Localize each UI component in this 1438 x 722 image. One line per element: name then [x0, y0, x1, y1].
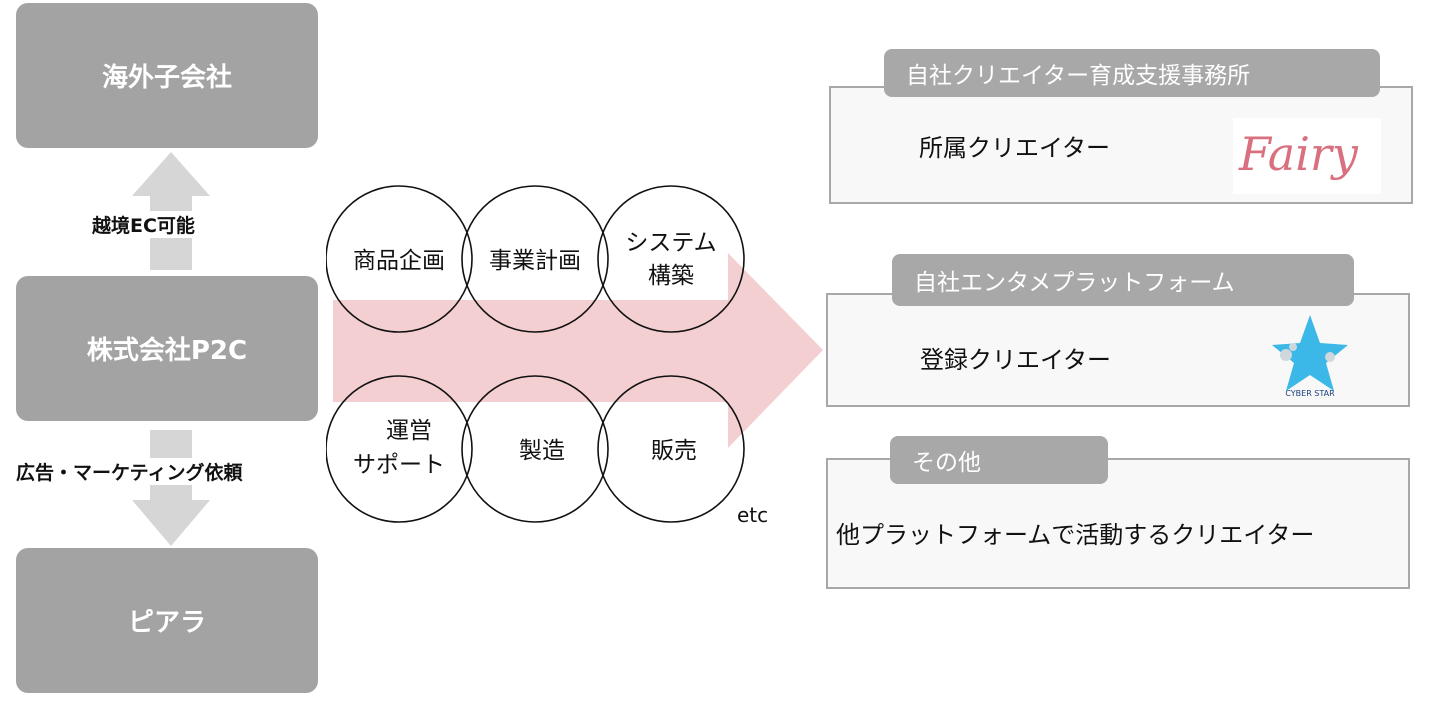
product-planning-label: 商品企画	[353, 248, 445, 274]
circle-system	[597, 185, 745, 333]
creator-agency-panel: 所属クリエイター Fairy	[829, 86, 1413, 204]
cross-border-ec-label: 越境EC可能	[88, 211, 199, 238]
p2c-company-box: 株式会社P2C	[16, 276, 318, 421]
overseas-subsidiary-label: 海外子会社	[101, 63, 232, 93]
piala-box: ピアラ	[16, 548, 318, 693]
entertainment-platform-tab: 自社エンタメプラットフォーム	[892, 254, 1354, 306]
circle-product-planning	[326, 185, 473, 333]
construction-label: 構築	[648, 263, 694, 289]
down-arrow-icon	[132, 430, 210, 546]
star-icon	[1272, 315, 1348, 391]
entertainment-platform-panel: 登録クリエイター CYBER STAR	[826, 293, 1410, 407]
system-label: システム	[625, 230, 716, 256]
manufacturing-label: 製造	[519, 438, 565, 464]
circle-business-plan	[461, 185, 609, 333]
circle-operation-support	[326, 375, 473, 523]
sales-label: 販売	[651, 438, 697, 464]
big-right-arrow-icon	[333, 253, 823, 448]
service-circles: 商品企画 事業計画 システム 構築 運営 サポート 製造 販売	[326, 185, 745, 523]
fairy-logo: Fairy	[1233, 118, 1381, 194]
cyber-star-logo-text: CYBER STAR	[1285, 389, 1335, 398]
affiliated-creators-label: 所属クリエイター	[919, 134, 1111, 162]
other-tab: その他	[890, 436, 1108, 484]
support-label: サポート	[353, 452, 445, 478]
piala-label: ピアラ	[127, 608, 206, 638]
circle-manufacturing	[461, 375, 609, 523]
p2c-company-label: 株式会社P2C	[86, 336, 248, 366]
overseas-subsidiary-box: 海外子会社	[16, 3, 318, 148]
ad-marketing-request-label: 広告・マーケティング依頼	[14, 458, 245, 485]
creator-agency-tab: 自社クリエイター育成支援事務所	[884, 49, 1380, 97]
business-plan-label: 事業計画	[489, 248, 581, 274]
circle-sales	[597, 375, 745, 523]
other-platform-creators-label: 他プラットフォームで活動するクリエイター	[836, 521, 1315, 549]
cyber-star-logo: CYBER STAR	[1268, 309, 1352, 399]
registered-creators-label: 登録クリエイター	[920, 346, 1112, 374]
operation-label: 運営	[386, 418, 432, 444]
fairy-logo-text: Fairy	[1238, 127, 1359, 181]
etc-label: etc	[737, 503, 769, 527]
